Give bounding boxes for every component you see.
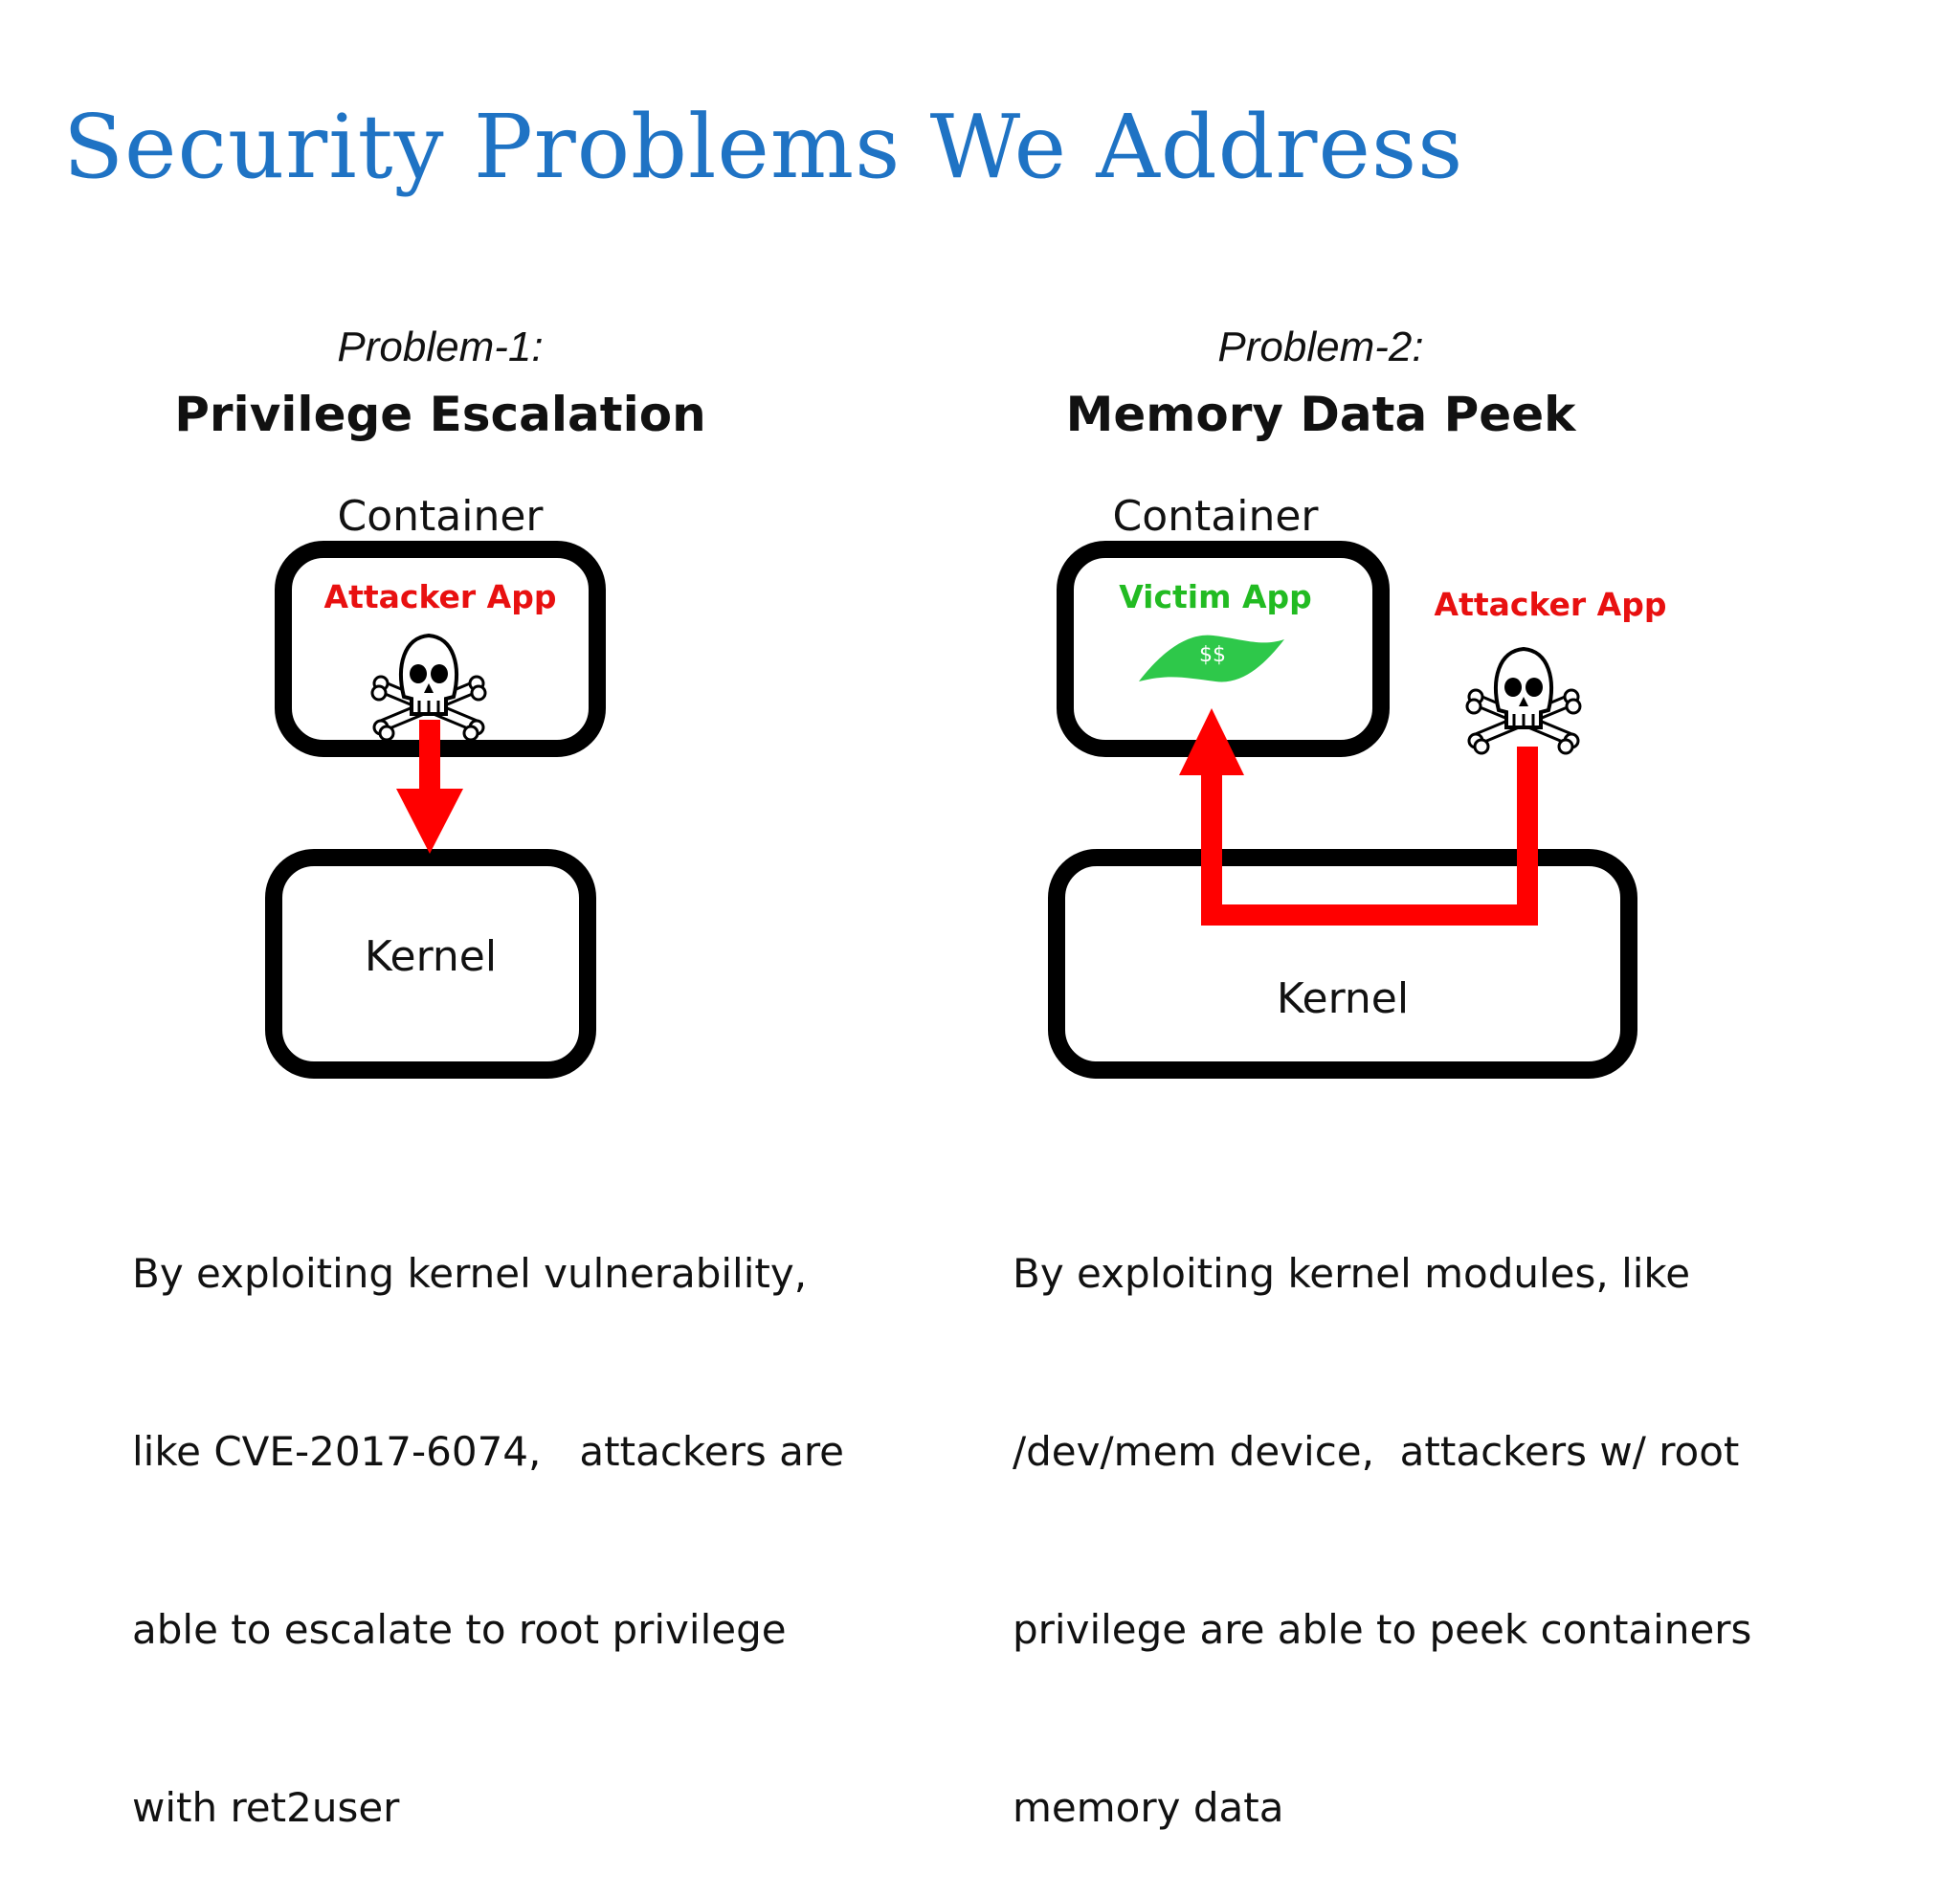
page-title: Security Problems We Address xyxy=(63,96,1464,198)
skull-crossbones-icon xyxy=(1467,649,1580,753)
description-line: /dev/mem device, attackers w/ root xyxy=(1013,1428,1740,1475)
problem1-container-label: Container xyxy=(337,492,544,541)
problem1-arrow-head xyxy=(396,789,463,854)
security-diagram xyxy=(265,541,1637,1079)
problem1-arrow-shaft xyxy=(419,720,440,792)
problem1-description: By exploiting kernel vulnerability, like… xyxy=(132,1126,844,1897)
problem1-tag: Problem-1: xyxy=(337,324,544,370)
problem2-heading: Memory Data Peek xyxy=(1065,387,1576,442)
problem2-victim-app-label: Victim App xyxy=(1119,578,1312,615)
problem1-kernel-box xyxy=(265,849,596,1079)
description-line: able to escalate to root privilege xyxy=(132,1606,787,1653)
problem2-tag: Problem-2: xyxy=(1217,324,1424,370)
description-line: with ret2user xyxy=(132,1784,400,1831)
description-line: like CVE-2017-6074, attackers are xyxy=(132,1428,845,1475)
problem1-heading: Privilege Escalation xyxy=(174,387,706,442)
description-line: memory data xyxy=(1013,1784,1284,1831)
problem2-attacker-app-label: Attacker App xyxy=(1434,586,1667,623)
money-label: $$ xyxy=(1199,643,1226,667)
problem2-kernel-label: Kernel xyxy=(1276,974,1410,1023)
problem1-attacker-app-label: Attacker App xyxy=(323,578,557,615)
problem2-arrow-path xyxy=(1201,747,1538,926)
problem2-container-label: Container xyxy=(1112,492,1319,541)
problem2-kernel-box xyxy=(1048,849,1637,1079)
description-line: By exploiting kernel modules, like xyxy=(1013,1250,1691,1297)
description-line: By exploiting kernel vulnerability, xyxy=(132,1250,808,1297)
problem2-arrow-head xyxy=(1179,708,1244,775)
description-line: privilege are able to peek containers xyxy=(1013,1606,1752,1653)
money-bill-icon xyxy=(1139,635,1284,682)
problem1-kernel-label: Kernel xyxy=(364,932,498,981)
problem2-description: By exploiting kernel modules, like /dev/… xyxy=(1013,1126,1751,1897)
